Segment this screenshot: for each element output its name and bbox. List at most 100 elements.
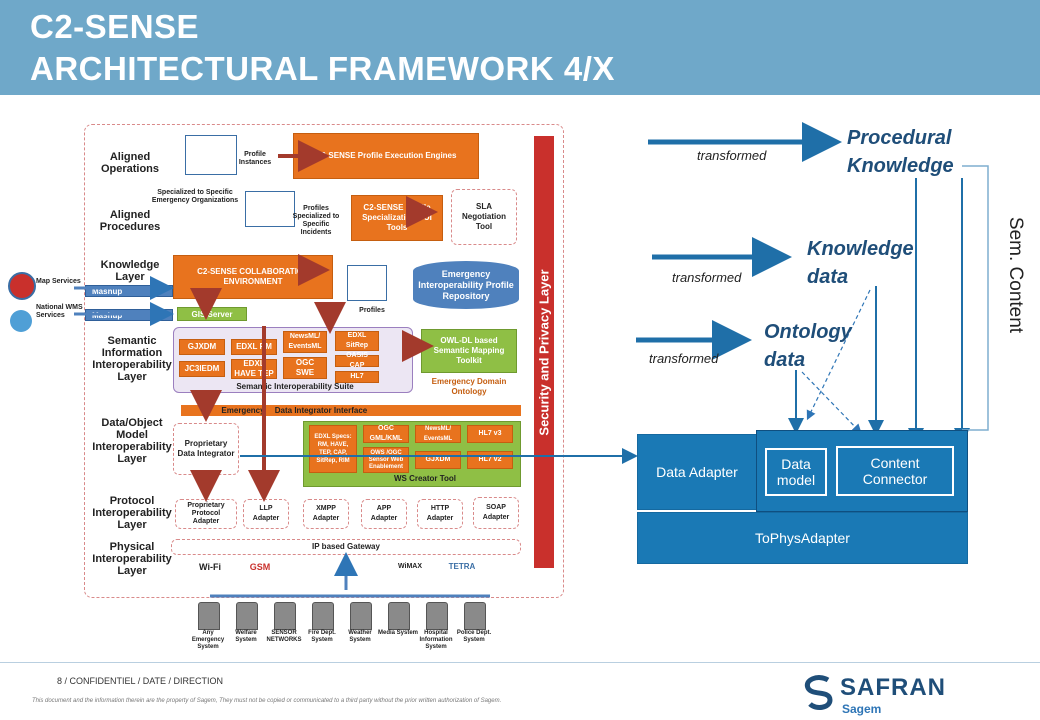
architecture-diagram: Aligned Operations Aligned Procedures Kn… [84,124,564,598]
footer-text: 8 / CONFIDENTIEL / DATE / DIRECTION [57,676,223,686]
map-services-label: Map Services [36,278,81,285]
page-title-line1: C2-SENSE [30,8,200,45]
mashup-bar-2: Mashup [85,309,173,321]
security-layer-bar [534,136,554,568]
repository-cylinder [413,261,519,309]
owl-toolkit-box: OWL-DL based Semantic Mapping Toolkit [421,329,517,373]
title-bar: C2-SENSE ARCHITECTURAL FRAMEWORK 4/X [0,0,1040,95]
system-label: Hospital Information System [419,630,453,650]
map-services-icon [8,272,36,300]
domain-ontology-label: Emergency Domain Ontology [431,377,507,396]
ws-creator-label: WS Creator Tool [393,474,457,483]
integrator-interface-label-a: Emergency [221,406,265,415]
wifi-logo: Wi-Fi [199,562,221,572]
ogc-gml-box: OGC GML/KML [363,425,409,443]
http-adapter-box: HTTP Adapter [417,499,463,529]
system-label: Police Dept. System [456,630,492,643]
layer-protocol: Protocol Interoperability Layer [92,495,172,531]
newsml-box: NewsML/ EventsML [283,331,327,353]
sem-content-wrap: Sem. Content [1000,190,1030,360]
transformed-label-1: transformed [697,148,767,163]
edxl-have-box: EDXL HAVE TEP [231,359,277,379]
transformed-label-3: transformed [649,351,719,366]
data-adapter-block: Data Adapter [637,434,757,510]
gjxdm-box: GJXDM [179,339,225,355]
layer-semantic: Semantic Information Interoperability La… [92,335,172,383]
data-model-block: Data model [765,448,827,496]
system-building-icon [464,602,486,630]
system-building-icon [426,602,448,630]
system-building-icon [350,602,372,630]
profiles-stack-icon [347,265,387,301]
wms-globe-icon [10,310,32,332]
soap-adapter-box: SOAP Adapter [473,497,519,529]
security-layer-label-wrap: Security and Privacy Layer [534,136,554,568]
layer-knowledge: Knowledge Layer [100,259,160,283]
layer-physical: Physical Interoperability Layer [92,541,172,577]
profile-doc-icon [185,135,237,175]
llp-adapter-box: LLP Adapter [243,499,289,529]
layer-data-object: Data/Object Model Interoperability Layer [92,417,172,465]
app-adapter-box: APP Adapter [361,499,407,529]
edxl-specs-box: EDXL Specs: RM, HAVE, TEP, CAP, SitRep, … [309,425,357,473]
profiles-label: Profiles [359,307,385,314]
mashup-bar-1: Mashup [85,285,173,297]
gateway-box: IP based Gateway [171,539,521,555]
transformed-label-2: transformed [672,270,742,285]
hl7v3-box: HL7 v3 [467,425,513,443]
profiles-specialized-label: Profiles Specialized to Specific Inciden… [292,205,340,236]
gis-server-box: GIS Server [177,307,247,321]
page-number: 8 / [57,676,68,686]
oasis-cap-box: OASIS CAP [335,352,379,369]
safran-wordmark: SAFRAN [840,674,946,701]
gsm-logo: GSM [249,562,271,572]
sagem-wordmark: Sagem [842,702,882,716]
footer-divider [0,662,1040,663]
footer-disclaimer: This document and the information therei… [32,698,502,704]
edxl-sitrep-box: EDXL SitRep [335,331,379,351]
collab-env-box: C2-SENSE COLLABORATION ENVIRONMENT [173,255,333,299]
tetra-logo: TETRA [448,562,476,571]
system-building-icon [236,602,258,630]
proprietary-adapter-box: Proprietary Protocol Adapter [175,499,237,529]
system-label: Fire Dept. System [308,630,336,643]
layer-aligned-operations: Aligned Operations [100,151,160,175]
safran-logo: SAFRAN Sagem [800,668,950,718]
profile-instances-label: Profile Instances [238,151,272,166]
layer-aligned-procedures: Aligned Procedures [99,209,161,233]
footer-line-text: CONFIDENTIEL / DATE / DIRECTION [69,676,224,686]
security-layer-label: Security and Privacy Layer [536,268,552,436]
integrator-interface-bar [181,405,521,416]
execution-engines-box: C2-SENSE Profile Execution Engines [293,133,479,179]
semantic-suite-label: Semantic Interoperability Suite [236,382,354,391]
tophys-adapter-block: ToPhysAdapter [637,512,968,564]
hl7-box: HL7 [335,371,379,383]
xmpp-adapter-box: XMPP Adapter [303,499,349,529]
ontology-data-label: Ontology data [764,321,852,371]
system-label: Welfare System [235,630,257,643]
page-title-line2: ARCHITECTURAL FRAMEWORK 4/X [30,50,615,87]
ows-ogc-box: OWS /OGC Sensor Web Enablement [363,447,409,473]
procedural-knowledge-label: Procedural Knowledge [847,127,954,177]
system-label: Weather System [348,630,372,643]
sem-content-label: Sem. Content [1005,216,1027,334]
system-building-icon [198,602,220,630]
jc3iedm-box: JC3IEDM [179,361,225,377]
system-building-icon [388,602,410,630]
system-label: Any Emergency System [191,630,225,650]
gjxdm2-box: GJXDM [415,451,461,469]
safran-swirl-icon [804,675,833,710]
knowledge-data-label: Knowledge data [807,238,914,288]
system-building-icon [274,602,296,630]
system-building-icon [312,602,334,630]
system-label: SENSOR NETWORKS [266,630,302,643]
sla-box: SLA Negotiation Tool [451,189,517,245]
integrator-interface-label-b: Data Integrator Interface [274,406,368,415]
profiles-doc-icon [245,191,295,227]
gui-tools-box: C2-SENSE Profile Specialization GUI Tool… [351,195,443,241]
wimax-logo: WiMAX [397,563,423,570]
newsml2-box: NewsML/ EventsML [415,425,461,443]
system-label: Media System [377,630,419,636]
edxl-rm-box: EDXL RM [231,339,277,355]
specialized-orgs-label: Specialized to Specific Emergency Organi… [151,189,239,204]
